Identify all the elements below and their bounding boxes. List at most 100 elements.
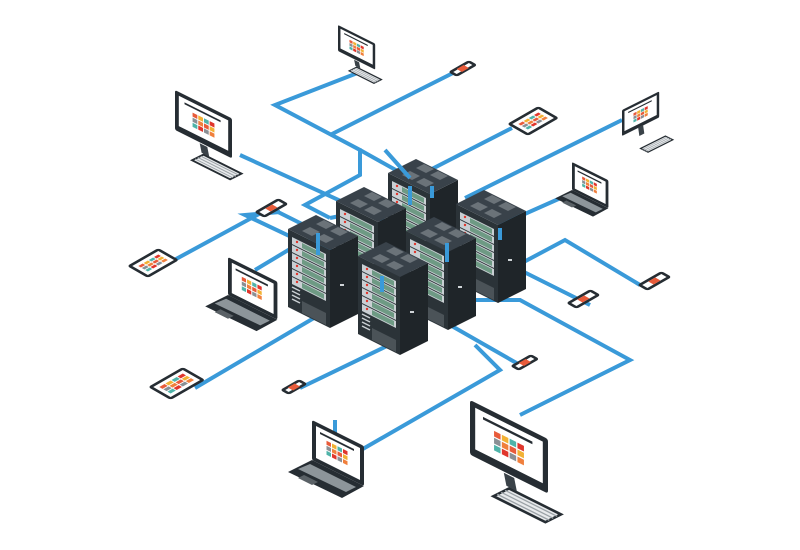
- keyboard-icon: [490, 486, 564, 524]
- screen-tile: [332, 443, 337, 450]
- rack-vent: [434, 222, 452, 231]
- client-devices: [128, 25, 675, 524]
- screen: [132, 251, 174, 275]
- smartphone-icon: [638, 271, 671, 291]
- network-link: [383, 148, 412, 180]
- screen-title-bar: [344, 33, 368, 47]
- keyboard-icon: [189, 153, 244, 181]
- screen-tile: [349, 46, 353, 51]
- screen-tile: [637, 116, 641, 121]
- screen-tile: [589, 180, 593, 185]
- screen-icon: [456, 65, 469, 72]
- network-link: [449, 323, 521, 367]
- rack-vent: [484, 195, 502, 204]
- rack-vent: [364, 206, 382, 215]
- smartphone-icon: [449, 60, 477, 77]
- screen-tile: [203, 123, 209, 130]
- screen-tile: [241, 281, 247, 288]
- screen-tile: [148, 257, 156, 262]
- status-led: [295, 256, 299, 260]
- drawer-panel: [302, 275, 324, 291]
- screen-tile: [147, 262, 154, 267]
- screen-tile: [177, 373, 186, 379]
- tablet-icon: [149, 367, 204, 400]
- screen-title-bar: [184, 102, 221, 123]
- keyboard-icon: [639, 135, 675, 153]
- screen-tile: [640, 107, 645, 113]
- screen-tile: [152, 259, 160, 264]
- screen-icon: [287, 383, 301, 391]
- screen-tile: [517, 449, 524, 459]
- screen-tile: [509, 452, 517, 462]
- rack-vent: [302, 227, 320, 236]
- screen-tile: [353, 48, 357, 53]
- server-rack-icon: [358, 242, 428, 355]
- status-led: [365, 267, 369, 271]
- tablet-icon: [128, 248, 178, 278]
- screen: [178, 95, 229, 151]
- vent-slot: [291, 294, 301, 300]
- screen-tile: [138, 263, 146, 268]
- screen-title-bar: [628, 100, 652, 114]
- screen-title-bar: [320, 432, 354, 451]
- screen-tile: [165, 380, 174, 386]
- rack-vent: [386, 261, 404, 270]
- screen-tile: [173, 385, 182, 390]
- screen-tile: [585, 178, 590, 183]
- rack-vent: [430, 171, 448, 180]
- screen-tile: [582, 180, 586, 185]
- door-handle: [410, 311, 414, 313]
- screen-tile: [644, 112, 648, 117]
- screen-tile: [356, 50, 361, 55]
- laptop-touchpad: [562, 200, 577, 208]
- screen-tile: [501, 448, 509, 458]
- drawer-panel: [372, 294, 394, 310]
- rack-grille: [372, 328, 396, 352]
- keyboard-keys: [197, 157, 237, 177]
- keyboard-keys: [354, 67, 380, 81]
- drawer-panel: [372, 310, 394, 326]
- screen-icon: [648, 277, 661, 285]
- drawer-panel: [420, 245, 442, 261]
- screen-tile: [509, 445, 517, 455]
- rack-vent: [434, 236, 452, 245]
- screen-tile: [192, 117, 198, 125]
- status-led: [413, 242, 417, 246]
- laptop-keyboard: [298, 464, 356, 492]
- screen-tile: [640, 114, 645, 119]
- laptop-screen: [312, 420, 364, 486]
- rack-vent: [372, 254, 390, 263]
- rack-vent: [316, 234, 334, 243]
- screen-tile: [540, 116, 548, 121]
- rack-top: [388, 159, 458, 194]
- status-led: [463, 223, 467, 227]
- screen-tile: [198, 120, 204, 127]
- smartphone-icon: [567, 289, 600, 309]
- keyboard-keys: [504, 489, 558, 517]
- desktop-monitor-icon: [470, 400, 564, 524]
- keyboard-keys: [497, 493, 550, 521]
- status-led: [395, 184, 399, 188]
- keyboard-keys: [200, 155, 239, 176]
- screen-tile: [241, 286, 247, 293]
- rack-vent: [484, 209, 502, 218]
- screen-tile: [349, 39, 353, 44]
- status-led: [395, 200, 399, 204]
- status-led: [295, 280, 299, 284]
- screen-tile: [509, 438, 517, 448]
- status-led: [295, 272, 299, 276]
- screen-tile: [532, 117, 540, 122]
- monitor-stand: [199, 143, 210, 157]
- rack-vent: [386, 247, 404, 256]
- screen-tile: [198, 125, 204, 133]
- rack-vent: [316, 220, 334, 229]
- rack-top: [336, 187, 406, 222]
- screen-tile: [157, 256, 165, 261]
- screen-tile: [181, 375, 191, 381]
- screen-tile: [356, 46, 361, 51]
- screen-tile: [209, 121, 215, 128]
- screen-tile: [209, 126, 215, 133]
- screen-tile: [247, 284, 252, 291]
- drawer-panel: [302, 267, 324, 283]
- rack-vent: [350, 199, 368, 208]
